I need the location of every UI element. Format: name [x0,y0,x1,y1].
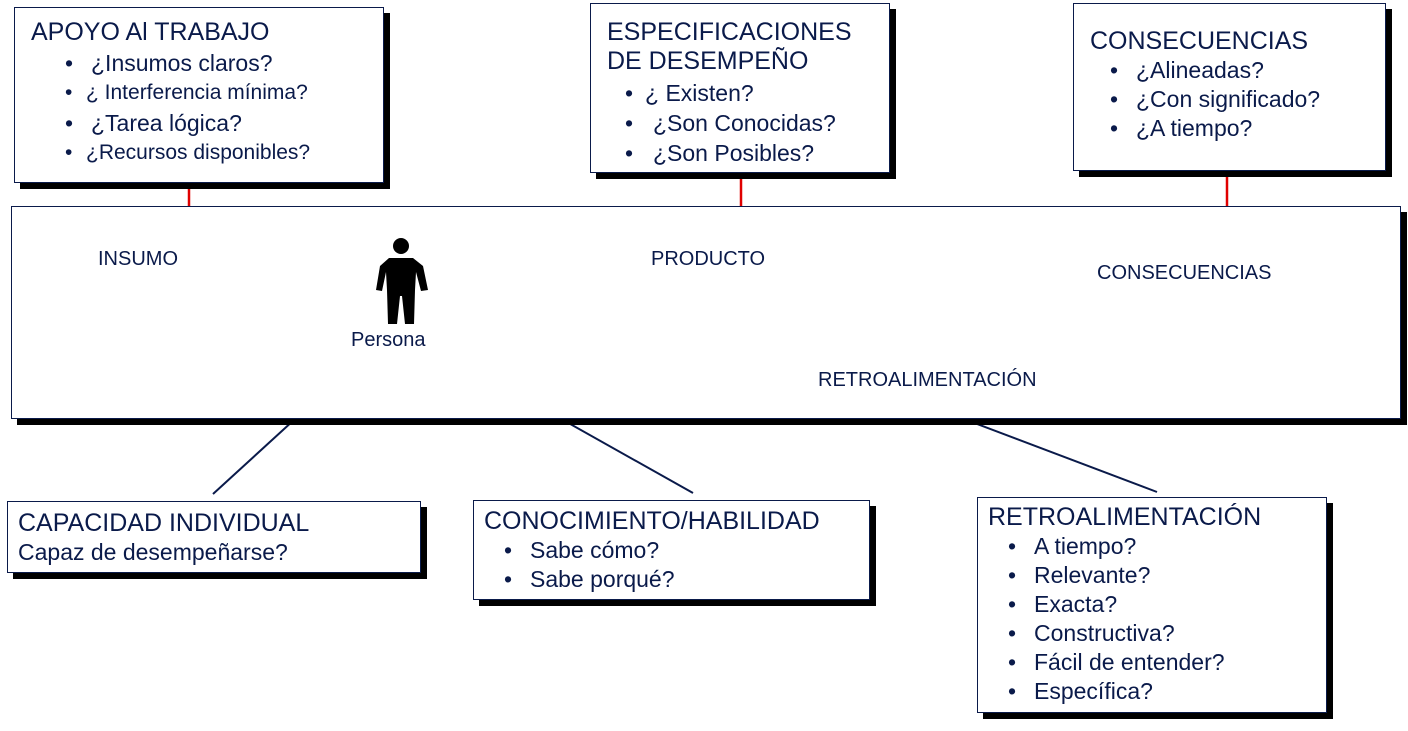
conocimiento-box: CONOCIMIENTO/HABILIDAD •Sabe cómo? •Sabe… [473,500,870,600]
conocimiento-title: CONOCIMIENTO/HABILIDAD [484,507,820,535]
apoyo-title: APOYO Al TRABAJO [31,18,270,46]
conocimiento-item: •Sabe porqué? [504,566,675,592]
consecuencias-item: •¿Alineadas? [1110,57,1264,83]
consecuencias-item: •¿Con significado? [1110,86,1321,112]
retro-box: RETROALIMENTACIÓN •A tiempo? •Relevante?… [977,497,1327,713]
conocimiento-item: •Sabe cómo? [504,537,660,563]
person-icon [376,238,428,324]
consecuencias-item: •¿A tiempo? [1110,115,1253,141]
retro-item: •Constructiva? [1008,620,1175,646]
producto-label: PRODUCTO [651,248,766,270]
insumo-label: INSUMO [98,248,178,270]
consecuencias-box: CONSECUENCIAS •¿Alineadas? •¿Con signifi… [1073,3,1386,171]
especificaciones-item: •¿ Existen? [625,80,754,106]
apoyo-item: •¿Tarea lógica? [65,110,242,136]
apoyo-box: APOYO Al TRABAJO •¿Insumos claros? •¿ In… [14,7,384,183]
consecuencias-label: CONSECUENCIAS [1097,262,1272,284]
retro-item: •A tiempo? [1008,533,1137,559]
apoyo-item: •¿Recursos disponibles? [65,141,311,164]
persona-label: Persona [351,329,426,351]
apoyo-item: •¿Insumos claros? [65,50,273,76]
retro-item: •Exacta? [1008,591,1118,617]
especificaciones-box: ESPECIFICACIONES DE DESEMPEÑO •¿ Existen… [590,3,890,173]
retroalimentacion-label: RETROALIMENTACIÓN [818,369,1037,391]
capacidad-subtitle: Capaz de desempeñarse? [18,539,288,565]
especificaciones-title: ESPECIFICACIONES DE DESEMPEÑO [607,18,852,75]
retro-item: •Específica? [1008,678,1153,704]
retro-title: RETROALIMENTACIÓN [988,503,1262,531]
process-frame [11,206,1401,419]
capacidad-box: CAPACIDAD INDIVIDUAL Capaz de desempeñar… [7,501,421,573]
retro-item: •Relevante? [1008,562,1151,588]
consecuencias-title: CONSECUENCIAS [1090,27,1309,55]
especificaciones-item: •¿Son Conocidas? [625,110,836,136]
capacidad-title: CAPACIDAD INDIVIDUAL [18,509,310,537]
especificaciones-item: •¿Son Posibles? [625,140,815,166]
apoyo-item: •¿ Interferencia mínima? [65,81,308,104]
retro-item: •Fácil de entender? [1008,649,1225,675]
